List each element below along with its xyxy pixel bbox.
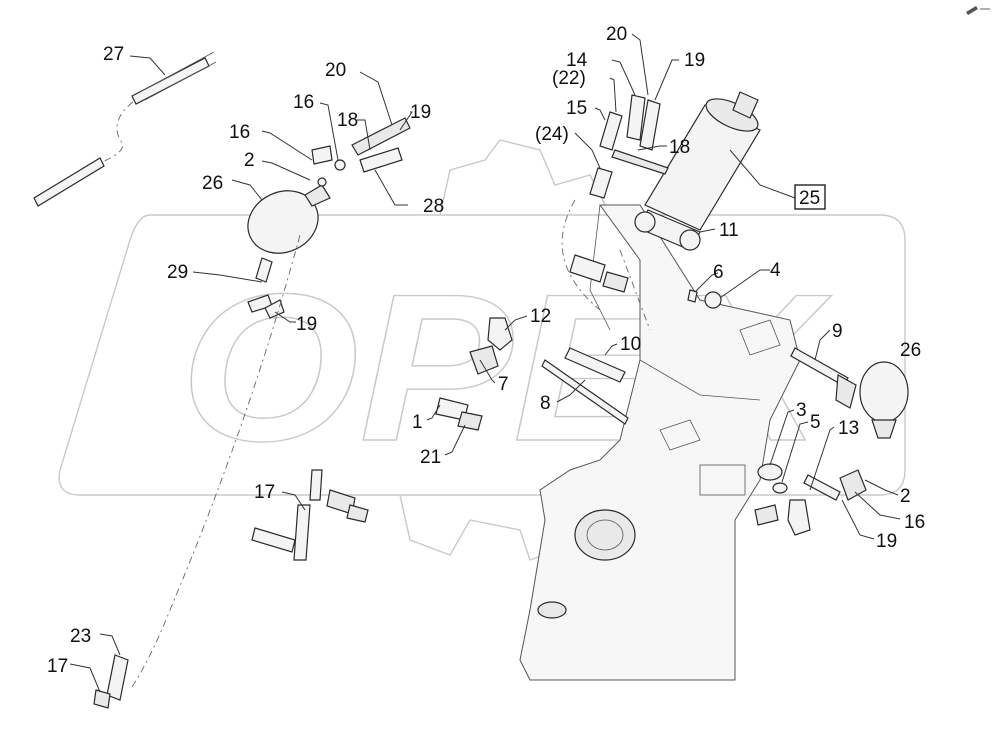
callout-25: 25: [799, 188, 820, 209]
callout-17a: 17: [254, 482, 275, 503]
callout-11: 11: [719, 220, 739, 241]
callout-16b: 16: [229, 122, 250, 143]
callout-15: 15: [566, 98, 587, 119]
parts-center: [435, 254, 722, 431]
callout-25-box: [794, 184, 826, 210]
callout-5: 5: [810, 412, 821, 433]
fittings-cylinder: [589, 94, 661, 199]
callout-17b: 17: [47, 656, 68, 677]
pencil-icon: [966, 6, 990, 15]
frame-hole-lower: [537, 601, 567, 619]
callout-24: (24): [535, 124, 569, 145]
part-27-threaded-rod: [33, 51, 217, 207]
callout-14: 14: [566, 50, 588, 71]
callout-labels: 27 20 16 18 19 16 2 26 28 29 19 20 14 (2…: [47, 24, 925, 677]
callout-23: 23: [70, 626, 91, 647]
callout-7: 7: [498, 374, 509, 395]
callout-20b: 20: [606, 24, 627, 45]
part-26-accumulator-left: [247, 184, 331, 283]
callout-2a: 2: [244, 150, 255, 171]
callout-8: 8: [540, 393, 551, 414]
callout-20a: 20: [325, 60, 346, 81]
callout-2b: 2: [900, 486, 911, 507]
callout-9: 9: [832, 321, 843, 342]
callout-3: 3: [796, 400, 807, 421]
callout-22: (22): [552, 68, 586, 89]
callout-18b: 18: [669, 137, 690, 158]
watermark-gear-outline: [58, 214, 906, 496]
part-25-cylinder: [611, 91, 761, 251]
callout-12: 12: [530, 306, 551, 327]
callout-19c: 19: [684, 50, 705, 71]
callout-27: 27: [103, 44, 124, 65]
callout-13: 13: [838, 418, 859, 439]
callout-29: 29: [167, 262, 188, 283]
part-26-accumulator-right: [859, 361, 909, 423]
frame-bore: [574, 509, 636, 561]
callout-28: 28: [423, 196, 444, 217]
callout-6: 6: [713, 262, 724, 283]
callout-19b: 19: [296, 314, 317, 335]
callout-16a: 16: [293, 92, 314, 113]
callout-26b: 26: [900, 340, 921, 361]
callout-19d: 19: [876, 531, 897, 552]
callout-4: 4: [770, 260, 781, 281]
parts-lower-left: [93, 234, 369, 709]
fittings-upper-left: [247, 117, 411, 319]
parts-right: [754, 347, 909, 536]
callout-1: 1: [412, 412, 423, 433]
main-frame: [519, 199, 801, 681]
callout-18a: 18: [337, 110, 358, 131]
callout-21: 21: [420, 447, 441, 468]
callout-10: 10: [620, 334, 641, 355]
leader-lines: [69, 33, 901, 693]
callout-16c: 16: [904, 512, 925, 533]
callout-26a: 26: [202, 173, 223, 194]
callout-19a: 19: [410, 102, 431, 123]
